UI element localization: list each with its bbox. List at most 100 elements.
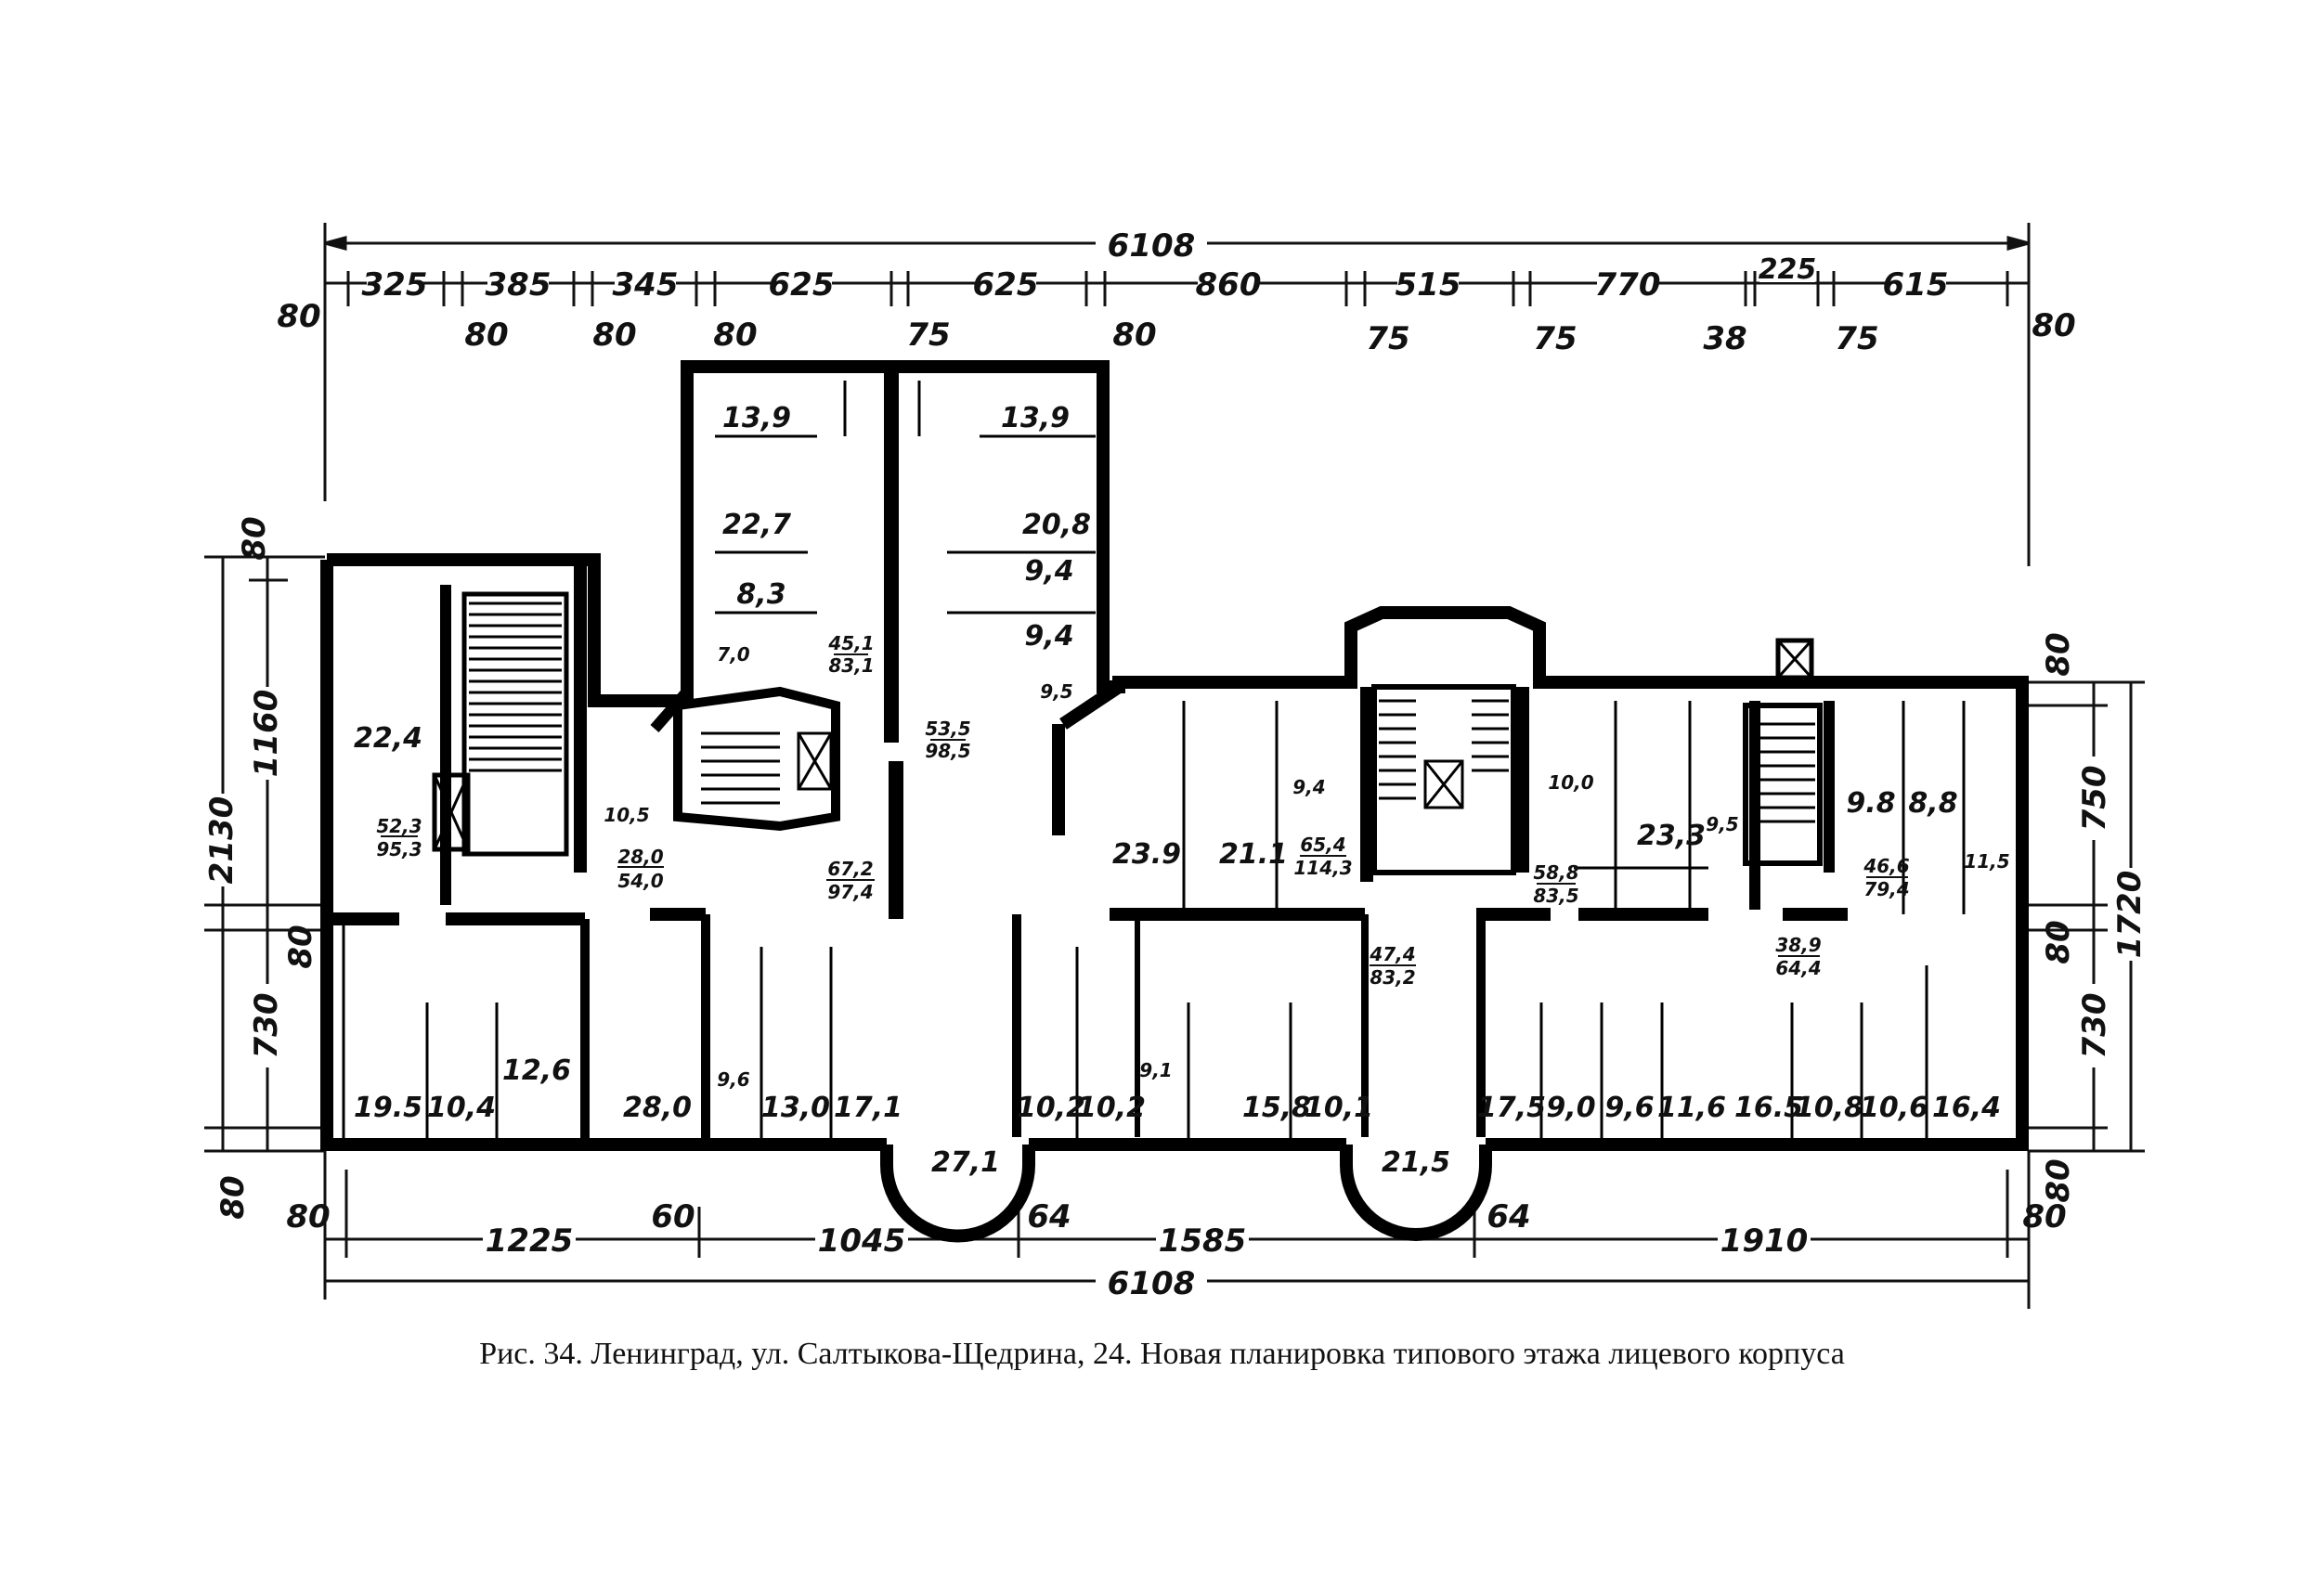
- room-area-label: 23.9: [1112, 838, 1181, 871]
- room-area-label: 17,1: [834, 1092, 902, 1124]
- top-wall-width: 75: [1366, 320, 1409, 357]
- top-dim-segment: 770: [1595, 266, 1661, 304]
- top-wall-width: 75: [1835, 320, 1878, 357]
- apartment-total-area: 83,5: [1533, 885, 1578, 907]
- bottom-dim-segment: 1910: [1720, 1222, 1809, 1260]
- bottom-wall-width: 64: [1027, 1198, 1071, 1235]
- room-area-label: 13,9: [1001, 402, 1070, 434]
- apartment-living-area: 52,3: [376, 815, 422, 837]
- left-wall-width: 80: [282, 925, 319, 968]
- room-area-label: 12,6: [502, 1054, 571, 1087]
- room-area-label: 23,3: [1637, 820, 1706, 852]
- right-dim-segment: 730: [2076, 993, 2113, 1059]
- left-dimension-labels: 2130 1160 730 80 80 80: [203, 516, 319, 1219]
- apartment-living-area: 53,5: [925, 718, 970, 740]
- top-dim-segment: 385: [486, 266, 552, 304]
- room-area-label: 9,6: [1604, 1092, 1654, 1124]
- apartment-living-area: 46,6: [1863, 855, 1909, 877]
- room-area-label: 10,0: [1548, 771, 1593, 794]
- bottom-overall-dimension: 6108: [1108, 1265, 1196, 1302]
- bottom-wall-width: 80: [2022, 1198, 2066, 1235]
- apartment-area-labels: 52,3 95,3 28,0 54,0 45,1 83,1 53,5 98,5 …: [376, 632, 1909, 989]
- top-wall-width: 75: [1533, 320, 1577, 357]
- staircase-right: [1743, 638, 1823, 866]
- room-area-label: 10,5: [604, 804, 649, 826]
- room-area-label: 21.1: [1219, 838, 1288, 871]
- left-overall-dimension: 2130: [203, 796, 240, 885]
- left-wall-width: 80: [214, 1175, 252, 1219]
- top-dim-segment: 225: [1759, 253, 1817, 286]
- top-overall-dimension: 6108: [1108, 227, 1196, 265]
- room-area-label: 17,5: [1477, 1092, 1546, 1124]
- apartment-total-area: 79,4: [1863, 878, 1909, 900]
- top-wall-width: 75: [906, 317, 950, 354]
- top-dim-segment: 515: [1396, 266, 1461, 304]
- room-area-label: 10,2: [1077, 1092, 1146, 1124]
- room-area-label: 22,4: [354, 722, 422, 755]
- room-area-label: 9,0: [1546, 1092, 1595, 1124]
- room-area-label: 9,5: [1040, 680, 1072, 703]
- top-wall-width: 80: [713, 317, 757, 354]
- apartment-total-area: 83,2: [1370, 966, 1415, 989]
- bottom-wall-width: 80: [286, 1198, 330, 1235]
- apartment-total-area: 97,4: [827, 881, 873, 903]
- apartment-living-area: 45,1: [827, 632, 874, 654]
- top-wall-width: 80: [2032, 307, 2075, 344]
- room-area-label: 9,1: [1139, 1059, 1172, 1081]
- room-area-label: 13,9: [722, 402, 791, 434]
- apartment-total-area: 114,3: [1293, 857, 1352, 879]
- figure-caption: Рис. 34. Ленинград, ул. Салтыкова-Щедрин…: [479, 1337, 1845, 1371]
- room-area-label: 7,0: [717, 643, 750, 666]
- room-area-label: 22,7: [722, 509, 791, 541]
- top-dim-segment: 615: [1883, 266, 1949, 304]
- apartment-living-area: 38,9: [1775, 934, 1821, 956]
- apartment-living-area: 28,0: [617, 846, 663, 868]
- right-wall-width: 80: [2040, 920, 2077, 964]
- room-area-label: 10,8: [1795, 1092, 1863, 1124]
- staircase-left: [432, 591, 569, 857]
- room-area-label: 9,5: [1706, 813, 1738, 835]
- left-dim-segment: 1160: [248, 690, 285, 778]
- room-area-label: 10,2: [1017, 1092, 1085, 1124]
- apartment-living-area: 67,2: [827, 858, 873, 880]
- room-area-label: 9,4: [1292, 776, 1325, 798]
- room-area-label: 16.5: [1734, 1092, 1803, 1124]
- top-dim-segment: 860: [1196, 266, 1262, 304]
- staircase-center-left: [673, 686, 840, 832]
- apartment-living-area: 65,4: [1300, 834, 1345, 856]
- room-area-label: 8,3: [736, 578, 785, 611]
- apartment-total-area: 83,1: [828, 654, 874, 677]
- room-area-label: 10,6: [1860, 1092, 1928, 1124]
- bottom-dimension-labels: 1225 1045 1585 1910 6108 80 60 64 64 80: [286, 1198, 2066, 1302]
- bottom-wall-width: 64: [1487, 1198, 1530, 1235]
- top-wall-width: 80: [1112, 317, 1156, 354]
- room-area-label: 15,8: [1242, 1092, 1311, 1124]
- apartment-area-fractions: [381, 653, 1908, 966]
- staircase-center: [1371, 684, 1516, 875]
- apartment-living-area: 58,8: [1533, 861, 1578, 884]
- room-area-label: 28,0: [623, 1092, 692, 1124]
- top-dimension-labels: 6108 325 385 345 625 625 860 515 770 225…: [277, 221, 2076, 357]
- bottom-dim-segment: 1045: [818, 1222, 906, 1260]
- room-area-label: 20,8: [1022, 509, 1091, 541]
- apartment-living-area: 47,4: [1369, 943, 1415, 965]
- room-area-label: 8,8: [1908, 787, 1957, 820]
- room-area-label: 11,5: [1964, 850, 2009, 873]
- left-dimension-lines: [204, 555, 325, 1153]
- room-area-label: 9,4: [1024, 620, 1073, 653]
- room-area-label: 19.5: [354, 1092, 422, 1124]
- top-dim-segment: 625: [769, 266, 835, 304]
- room-area-label: 27,1: [931, 1146, 1000, 1179]
- top-wall-width: 38: [1703, 320, 1746, 357]
- right-dimension-labels: 1720 750 730 80 80 80: [2040, 632, 2149, 1202]
- left-wall-width: 80: [236, 516, 273, 560]
- top-dim-segment: 345: [613, 266, 679, 304]
- top-dim-segment: 325: [362, 266, 428, 304]
- top-wall-width: 80: [592, 317, 636, 354]
- room-area-label: 10,1: [1305, 1092, 1373, 1124]
- bottom-dim-segment: 1225: [486, 1222, 574, 1260]
- room-area-label: 9,4: [1024, 555, 1073, 588]
- room-area-label: 10,4: [427, 1092, 496, 1124]
- apartment-total-area: 95,3: [376, 838, 422, 860]
